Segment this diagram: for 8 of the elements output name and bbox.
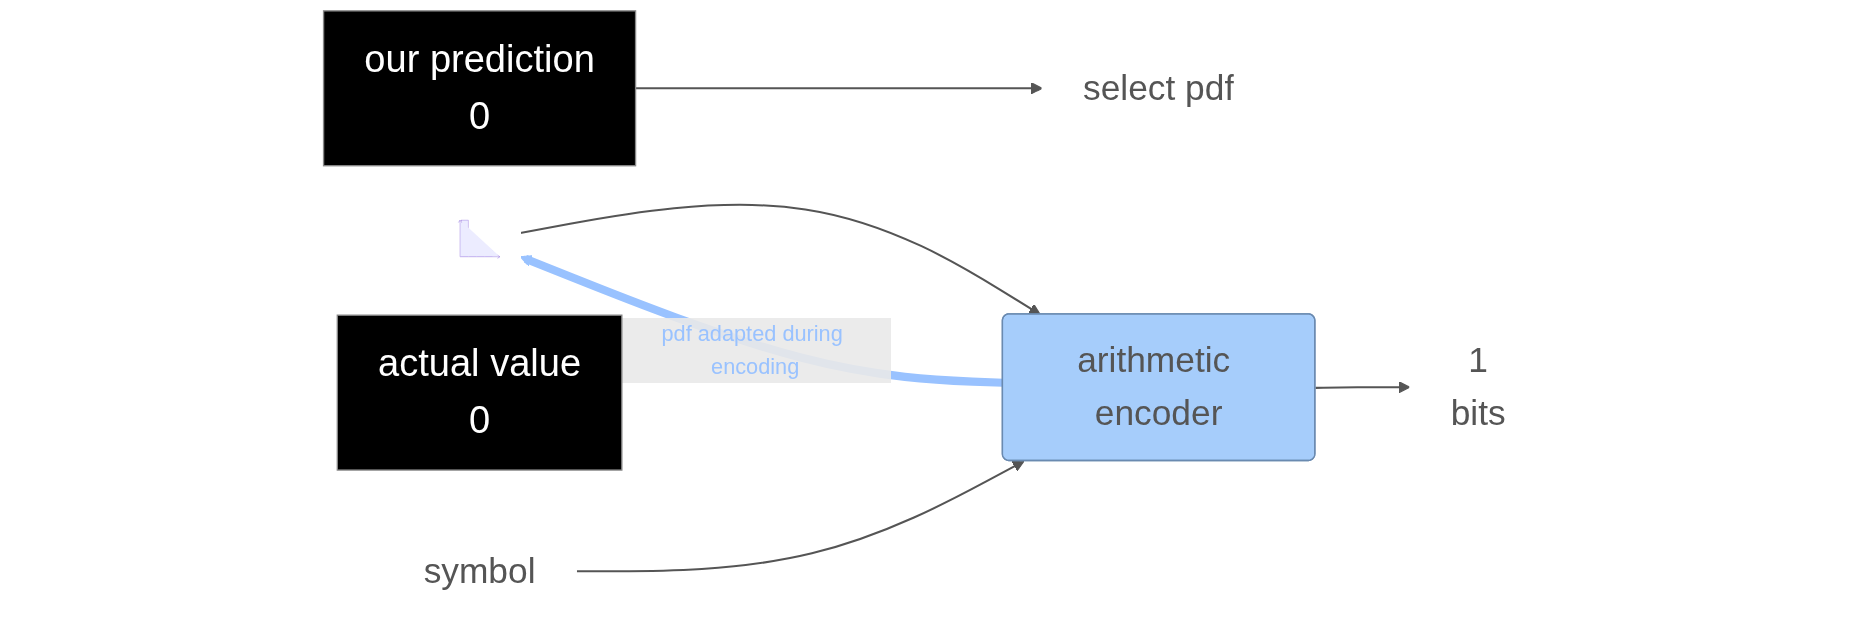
node-text: 1 bits [1450,339,1506,434]
arrow [576,460,1025,573]
arrow [635,82,1043,95]
node-text: symbol [423,550,536,591]
node-box: actual value 0 [336,314,623,471]
node-box: our prediction 0 [322,10,637,167]
edge-label: pdf adapted during encoding [661,321,843,378]
node-text: select pdf [1083,67,1235,108]
